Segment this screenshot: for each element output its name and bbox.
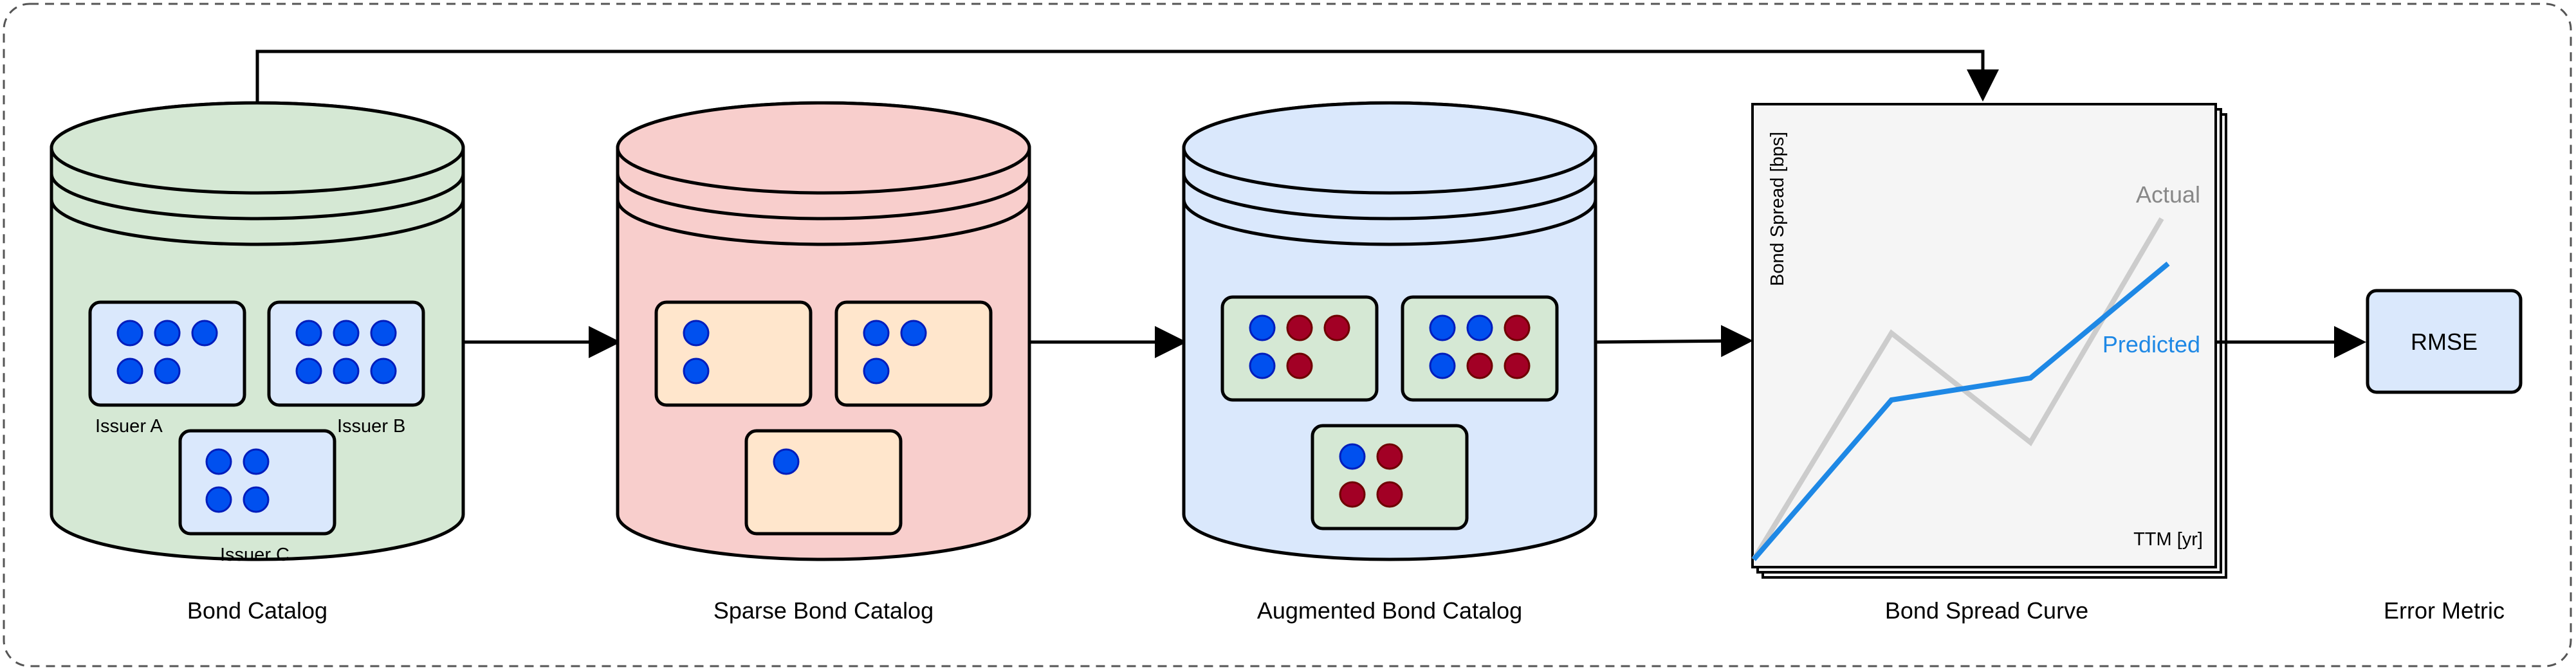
bond-dot — [773, 448, 800, 475]
bond-dot — [154, 320, 181, 347]
cylinder-ring — [616, 173, 1031, 221]
issuer-b-label: Issuer B — [337, 416, 405, 437]
augmented-group — [1311, 424, 1469, 530]
bond-dot — [295, 358, 322, 385]
bond-spread-curve-stack: Actual Predicted Bond Spread [bps] TTM [… — [1751, 103, 2227, 579]
synthetic-bond-dot — [1466, 352, 1493, 379]
bond-dot — [116, 320, 143, 347]
synthetic-bond-dot — [1376, 481, 1403, 508]
y-axis-label: Bond Spread [bps] — [1767, 132, 1788, 286]
bond-dot — [370, 320, 397, 347]
outer-frame — [3, 3, 2572, 667]
bond-dot — [1249, 314, 1276, 341]
bond-dot — [683, 320, 710, 347]
cylinder-ring — [1182, 199, 1597, 246]
bond-dot — [863, 320, 890, 347]
bond-dot — [243, 486, 270, 513]
rmse-label: RMSE — [2411, 329, 2478, 355]
bond-dot — [1429, 352, 1456, 379]
synthetic-bond-dot — [1286, 352, 1313, 379]
bond-catalog-database: Issuer A Issuer B Issuer C — [50, 101, 465, 565]
bond-dot — [154, 358, 181, 385]
arrow-augmented-to-curve — [1596, 325, 1753, 358]
bond-dot — [1429, 314, 1456, 341]
sparse-group — [654, 300, 813, 407]
synthetic-bond-dot — [1504, 352, 1531, 379]
cylinder-ring — [50, 173, 465, 221]
bond-dot — [205, 448, 232, 475]
x-axis-label: TTM [yr] — [2133, 529, 2203, 550]
cylinder-ring — [616, 199, 1031, 246]
issuer-b-group — [267, 300, 425, 407]
synthetic-bond-dot — [1339, 481, 1366, 508]
augmented-bond-catalog-caption: Augmented Bond Catalog — [1257, 597, 1522, 624]
predicted-series-line — [1751, 261, 2170, 561]
synthetic-bond-dot — [1504, 314, 1531, 341]
cylinder-top — [616, 101, 1031, 195]
synthetic-bond-dot — [1286, 314, 1313, 341]
cylinder-ring — [50, 199, 465, 246]
bond-dot — [1249, 352, 1276, 379]
bond-spread-curve-caption: Bond Spread Curve — [1885, 597, 2088, 624]
sparse-group — [834, 300, 993, 407]
augmented-group — [1220, 295, 1379, 402]
sparse-bond-catalog-database — [616, 101, 1031, 561]
cylinder-ring — [1182, 173, 1597, 221]
bond-dot — [333, 320, 360, 347]
bond-dot — [900, 320, 927, 347]
page-front — [1751, 103, 2217, 568]
augmented-group — [1401, 295, 1559, 402]
augmented-bond-catalog-database — [1182, 101, 1597, 561]
bond-dot — [205, 486, 232, 513]
synthetic-bond-dot — [1323, 314, 1350, 341]
bond-dot — [683, 358, 710, 385]
bond-dot — [370, 358, 397, 385]
sparse-group — [744, 429, 903, 536]
predicted-series-label: Predicted — [2102, 331, 2200, 358]
issuer-a-group — [88, 300, 246, 407]
arrow-catalog-to-curve — [255, 50, 1999, 102]
issuer-c-label: Issuer C — [220, 545, 290, 565]
bond-catalog-caption: Bond Catalog — [187, 597, 327, 624]
issuer-a-label: Issuer A — [95, 416, 163, 437]
actual-series-label: Actual — [2136, 181, 2200, 208]
bond-dot — [191, 320, 218, 347]
bond-dot — [243, 448, 270, 475]
bond-dot — [295, 320, 322, 347]
cylinder-top — [50, 101, 465, 195]
issuer-c-group — [178, 429, 336, 536]
rmse-box: RMSE — [2366, 289, 2523, 394]
error-metric-caption: Error Metric — [2384, 597, 2505, 624]
sparse-bond-catalog-caption: Sparse Bond Catalog — [713, 597, 934, 624]
bond-dot — [863, 358, 890, 385]
cylinder-top — [1182, 101, 1597, 195]
bond-dot — [116, 358, 143, 385]
synthetic-bond-dot — [1376, 443, 1403, 470]
bond-dot — [1466, 314, 1493, 341]
bond-dot — [1339, 443, 1366, 470]
bond-dot — [333, 358, 360, 385]
